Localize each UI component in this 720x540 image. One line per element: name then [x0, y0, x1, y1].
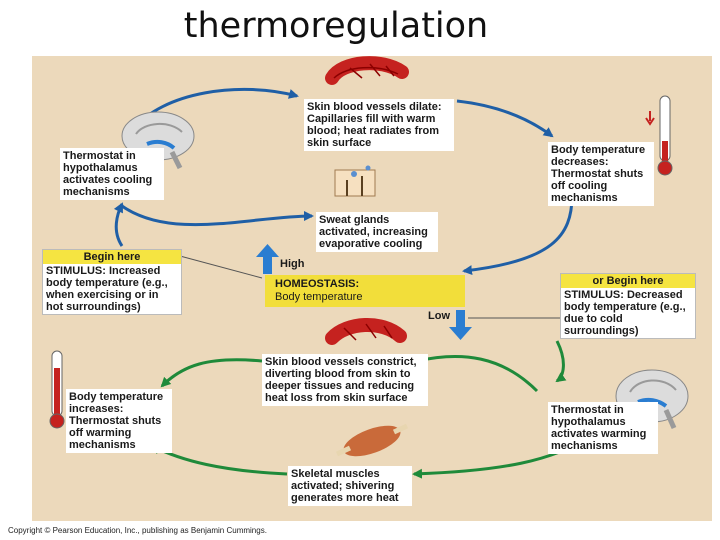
- thermostat-warming-text: Thermostat in hypothalamus activates war…: [548, 402, 658, 454]
- low-arrow: [449, 310, 472, 340]
- slide-title: thermoregulation: [183, 6, 489, 46]
- skin-vessels-dilate-text: Skin blood vessels dilate: Capillaries f…: [304, 99, 454, 151]
- low-label: Low: [428, 310, 450, 322]
- dilated-blood-vessels-icon: [325, 56, 409, 85]
- homeostasis-box: HOMEOSTASIS: Body temperature: [265, 275, 465, 307]
- skeletal-muscle-icon: [335, 423, 409, 457]
- thermostat-cooling-text: Thermostat in hypothalamus activates coo…: [60, 148, 164, 200]
- thermometer-cold-icon: [645, 95, 673, 176]
- stimulus-increase-box: Begin here STIMULUS: Increased body temp…: [42, 249, 182, 315]
- skeletal-muscles-text: Skeletal muscles activated; shivering ge…: [288, 466, 412, 506]
- body-temp-increases-text: Body temperature increases: Thermostat s…: [66, 389, 172, 453]
- high-label: High: [280, 258, 305, 270]
- homeostasis-title: HOMEOSTASIS:: [275, 278, 360, 290]
- constricted-blood-vessels-icon: [325, 318, 407, 345]
- copyright-notice: Copyright © Pearson Education, Inc., pub…: [8, 526, 267, 535]
- body-temp-decreases-text: Body temperature decreases: Thermostat s…: [548, 142, 654, 206]
- high-arrow: [256, 244, 279, 274]
- stimulus-decrease-box: or Begin here STIMULUS: Decreased body t…: [560, 273, 696, 339]
- sweat-glands-text: Sweat glands activated, increasing evapo…: [316, 212, 438, 252]
- homeostasis-subtitle: Body temperature: [275, 291, 363, 303]
- begin-here-label: Begin here: [43, 250, 181, 264]
- or-begin-here-label: or Begin here: [561, 274, 695, 288]
- cooling-cycle-arrows: [113, 87, 574, 276]
- thermometer-hot-icon: [49, 350, 65, 429]
- sweat-gland-icon: [334, 165, 376, 197]
- skin-vessels-constrict-text: Skin blood vessels constrict, diverting …: [262, 354, 428, 406]
- stimulus-decrease-text: STIMULUS: Decreased body temperature (e.…: [564, 289, 686, 337]
- diagram-panel: Skin blood vessels dilate: Capillaries f…: [32, 56, 712, 521]
- stimulus-increase-text: STIMULUS: Increased body temperature (e.…: [46, 265, 168, 313]
